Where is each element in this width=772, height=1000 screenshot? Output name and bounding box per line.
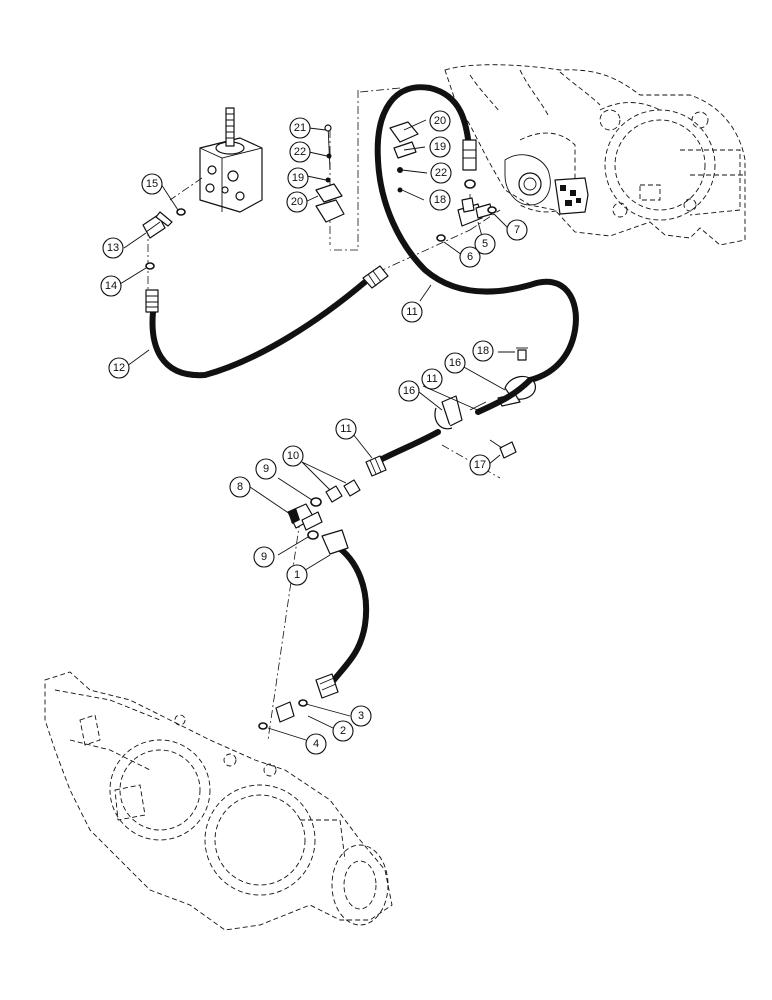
callout-6: 6 (459, 246, 481, 268)
svg-text:20: 20 (291, 196, 303, 208)
callout-18-right: 18 (472, 340, 494, 362)
callout-15: 15 (141, 173, 163, 195)
callout-4: 4 (305, 733, 327, 755)
svg-text:13: 13 (107, 242, 119, 254)
clamp-bracket-left (315, 124, 345, 223)
svg-text:12: 12 (113, 362, 125, 374)
front-axle-housing (444, 64, 746, 246)
steering-valve (199, 107, 263, 213)
svg-text:6: 6 (467, 251, 473, 263)
svg-text:16: 16 (403, 385, 415, 397)
svg-text:20: 20 (434, 115, 446, 127)
callout-13: 13 (102, 237, 124, 259)
clamp-bracket-upper (389, 121, 419, 193)
callout-5: 5 (474, 233, 496, 255)
o-ring-9-lower (307, 530, 319, 540)
o-ring-15 (176, 208, 186, 216)
callout-17: 17 (469, 454, 491, 476)
bolt-17 (489, 439, 517, 459)
hose-11-upper (374, 84, 579, 383)
callout-11-lower: 11 (335, 418, 357, 440)
callout-20-left: 20 (286, 191, 308, 213)
callout-2: 2 (332, 720, 354, 742)
elbow-8 (287, 503, 323, 531)
hose-11-mid (434, 377, 533, 430)
svg-text:4: 4 (313, 738, 319, 750)
svg-text:17: 17 (474, 459, 486, 471)
callout-21: 21 (289, 117, 311, 139)
o-ring-4 (258, 722, 268, 730)
svg-text:11: 11 (426, 373, 437, 385)
callout-leaders (119, 119, 515, 741)
svg-text:16: 16 (449, 357, 461, 369)
svg-text:15: 15 (146, 178, 158, 190)
callout-22-left: 22 (289, 141, 311, 163)
svg-text:10: 10 (287, 450, 299, 462)
fittings-10 (325, 479, 361, 503)
svg-text:9: 9 (261, 551, 267, 563)
o-ring-9-upper (310, 497, 322, 507)
callout-11-mid: 11 (421, 368, 443, 390)
callout-18-upper: 18 (429, 189, 451, 211)
callout-9-lower: 9 (253, 546, 275, 568)
callout-22-upper: 22 (430, 162, 452, 184)
callout-12: 12 (108, 357, 130, 379)
svg-text:5: 5 (482, 238, 488, 250)
callout-19-left: 19 (287, 167, 309, 189)
callout-14: 14 (100, 275, 122, 297)
rear-axle-housing (44, 671, 393, 931)
svg-text:22: 22 (435, 167, 447, 179)
callout-3: 3 (350, 705, 372, 727)
o-ring-14 (145, 262, 155, 270)
callout-8: 8 (229, 476, 251, 498)
callout-7: 7 (506, 219, 528, 241)
svg-text:19: 19 (292, 172, 304, 184)
callout-20-upper: 20 (429, 110, 451, 132)
callout-19-upper: 19 (429, 136, 451, 158)
hose-1 (315, 529, 370, 699)
svg-text:21: 21 (294, 122, 306, 134)
o-ring-6 (436, 234, 446, 242)
callout-16-left: 16 (398, 380, 420, 402)
svg-text:1: 1 (294, 569, 300, 581)
callout-10: 10 (282, 445, 304, 467)
svg-text:7: 7 (514, 224, 520, 236)
o-ring-7 (487, 206, 497, 214)
svg-text:19: 19 (434, 141, 446, 153)
adapter-2 (275, 701, 295, 723)
tee-fitting-5 (457, 197, 493, 227)
svg-text:14: 14 (105, 280, 117, 292)
svg-text:8: 8 (237, 481, 243, 493)
svg-text:3: 3 (358, 710, 364, 722)
svg-text:2: 2 (340, 725, 346, 737)
svg-text:11: 11 (340, 423, 351, 435)
svg-text:11: 11 (406, 306, 417, 318)
hose-11-lower (365, 429, 441, 477)
svg-text:9: 9 (263, 463, 269, 475)
hose-12 (145, 265, 389, 379)
o-ring-3 (298, 699, 308, 707)
elbow-fitting-13 (142, 211, 173, 239)
callout-16-right: 16 (444, 352, 466, 374)
svg-text:22: 22 (294, 146, 306, 158)
callout-1: 1 (286, 564, 308, 586)
svg-text:18: 18 (477, 345, 489, 357)
callout-11-upper: 11 (401, 301, 423, 323)
svg-text:18: 18 (434, 194, 446, 206)
callout-9-upper: 9 (255, 458, 277, 480)
